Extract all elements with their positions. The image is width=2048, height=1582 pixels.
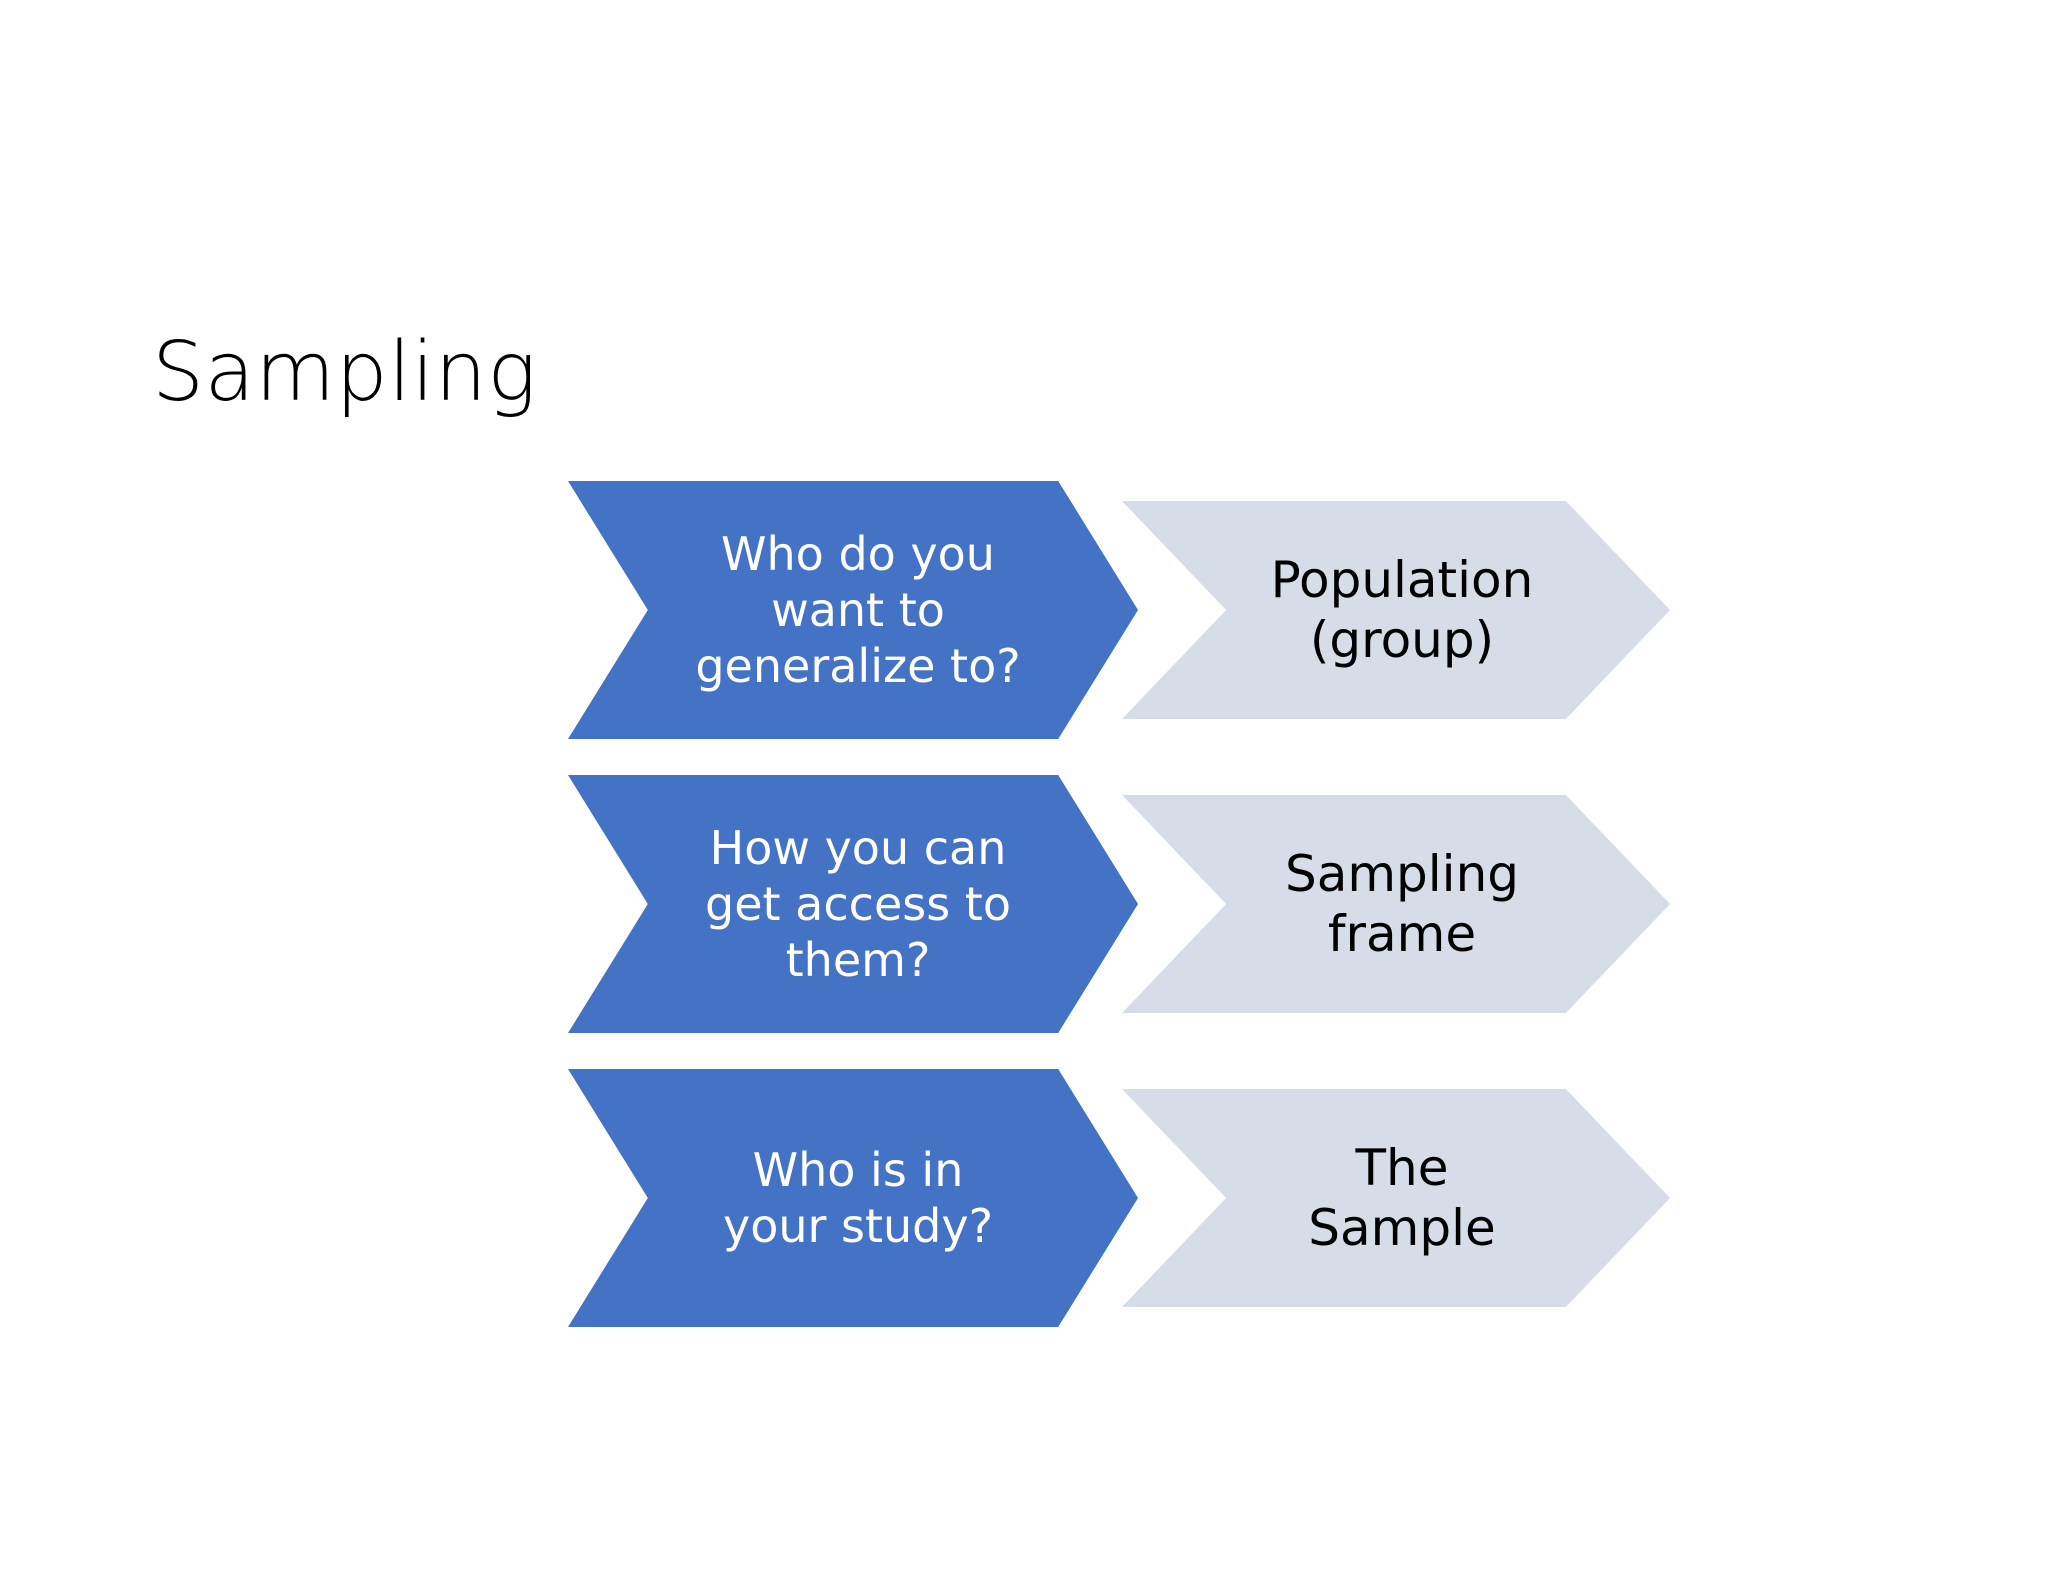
question-chevron-2-line-2: get access to <box>705 877 1011 931</box>
question-chevron-2[interactable]: How you can get access to them? <box>568 775 1138 1033</box>
question-chevron-1[interactable]: Who do you want to generalize to? <box>568 481 1138 739</box>
question-chevron-2-line-1: How you can <box>709 821 1007 875</box>
page-title: Sampling <box>152 325 537 420</box>
answer-chevron-1-label: Population (group) <box>1232 550 1572 670</box>
question-chevron-1-line-2: want to <box>771 583 945 637</box>
question-chevron-1-label: Who do you want to generalize to? <box>654 526 1062 694</box>
answer-chevron-2-line-1: Sampling <box>1284 845 1520 903</box>
answer-chevron-2[interactable]: Sampling frame <box>1122 795 1670 1013</box>
answer-chevron-1-line-1: Population <box>1270 551 1534 609</box>
answer-chevron-3-label: The Sample <box>1232 1138 1572 1258</box>
answer-chevron-1[interactable]: Population (group) <box>1122 501 1670 719</box>
question-chevron-3-line-2: your study? <box>722 1199 994 1253</box>
question-chevron-2-line-3: them? <box>785 933 931 987</box>
question-chevron-2-label: How you can get access to them? <box>654 820 1062 988</box>
question-chevron-1-line-3: generalize to? <box>695 639 1021 693</box>
answer-chevron-3-line-1: The <box>1355 1139 1449 1197</box>
answer-chevron-2-label: Sampling frame <box>1232 844 1572 964</box>
question-chevron-1-line-1: Who do you <box>721 527 995 581</box>
question-chevron-3-line-1: Who is in <box>752 1143 964 1197</box>
question-chevron-3-label: Who is in your study? <box>654 1142 1062 1254</box>
answer-chevron-3[interactable]: The Sample <box>1122 1089 1670 1307</box>
answer-chevron-2-line-2: frame <box>1327 905 1477 963</box>
answer-chevron-3-line-2: Sample <box>1308 1199 1496 1257</box>
question-chevron-3[interactable]: Who is in your study? <box>568 1069 1138 1327</box>
answer-chevron-1-line-2: (group) <box>1309 611 1495 669</box>
